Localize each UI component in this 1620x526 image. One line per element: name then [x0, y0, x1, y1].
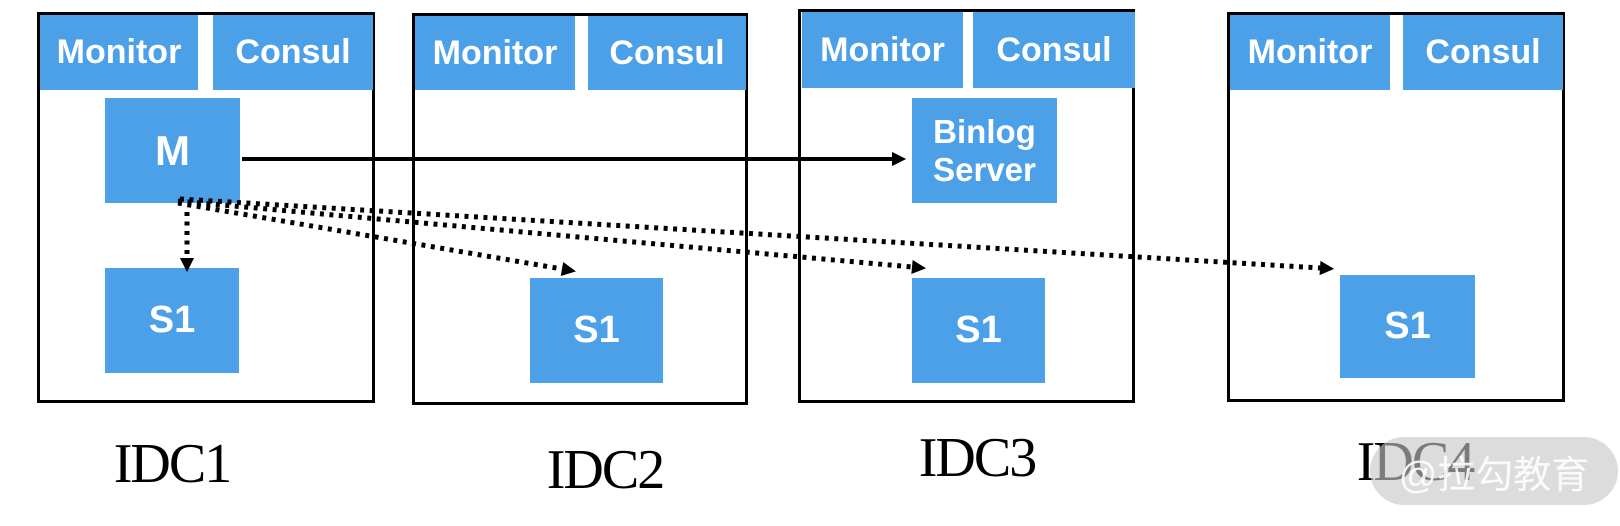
idc3-monitor-label: Monitor [820, 30, 945, 69]
idc1-monitor-box: Monitor [40, 15, 198, 90]
idc3-monitor-box: Monitor [802, 12, 963, 88]
idc1-master-node: M [105, 98, 240, 203]
idc2-slave-node: S1 [530, 278, 663, 383]
idc3-binlog-server-label: Binlog Server [933, 112, 1036, 188]
idc2-label: IDC2 [546, 439, 665, 501]
idc3-slave-label: S1 [955, 309, 1002, 351]
idc1-master-label: M [155, 126, 190, 174]
idc4-monitor-box: Monitor [1230, 15, 1390, 90]
idc1-consul-label: Consul [235, 33, 351, 71]
idc2-box: Monitor Consul S1 [412, 13, 748, 405]
idc1-box: Monitor Consul M S1 [37, 12, 375, 403]
idc2-slave-label: S1 [573, 309, 620, 351]
idc1-slave-label: S1 [148, 299, 196, 341]
idc4-monitor-label: Monitor [1247, 33, 1373, 71]
watermark-badge: @拉勾教育 [1370, 437, 1618, 505]
idc4-slave-label: S1 [1384, 305, 1431, 347]
idc1-label: IDC1 [113, 433, 232, 495]
idc2-monitor-box: Monitor [415, 16, 575, 90]
idc1-slave-node: S1 [105, 268, 239, 373]
idc2-consul-box: Consul [588, 16, 746, 90]
idc4-box: Monitor Consul S1 [1227, 12, 1565, 402]
idc2-consul-label: Consul [609, 33, 725, 72]
idc3-box: Monitor Consul Binlog Server S1 [798, 9, 1135, 403]
idc3-binlog-server-node: Binlog Server [912, 98, 1057, 203]
idc1-consul-box: Consul [213, 15, 373, 90]
idc2-monitor-label: Monitor [432, 33, 558, 72]
idc3-consul-label: Consul [996, 30, 1112, 69]
idc1-monitor-label: Monitor [56, 33, 182, 71]
idc3-consul-box: Consul [973, 12, 1135, 88]
idc3-label: IDC3 [918, 427, 1037, 489]
idc4-consul-box: Consul [1403, 15, 1563, 90]
idc4-consul-label: Consul [1425, 33, 1541, 71]
idc3-slave-node: S1 [912, 278, 1045, 383]
idc4-slave-node: S1 [1340, 275, 1475, 378]
watermark-text: @拉勾教育 [1398, 454, 1590, 497]
